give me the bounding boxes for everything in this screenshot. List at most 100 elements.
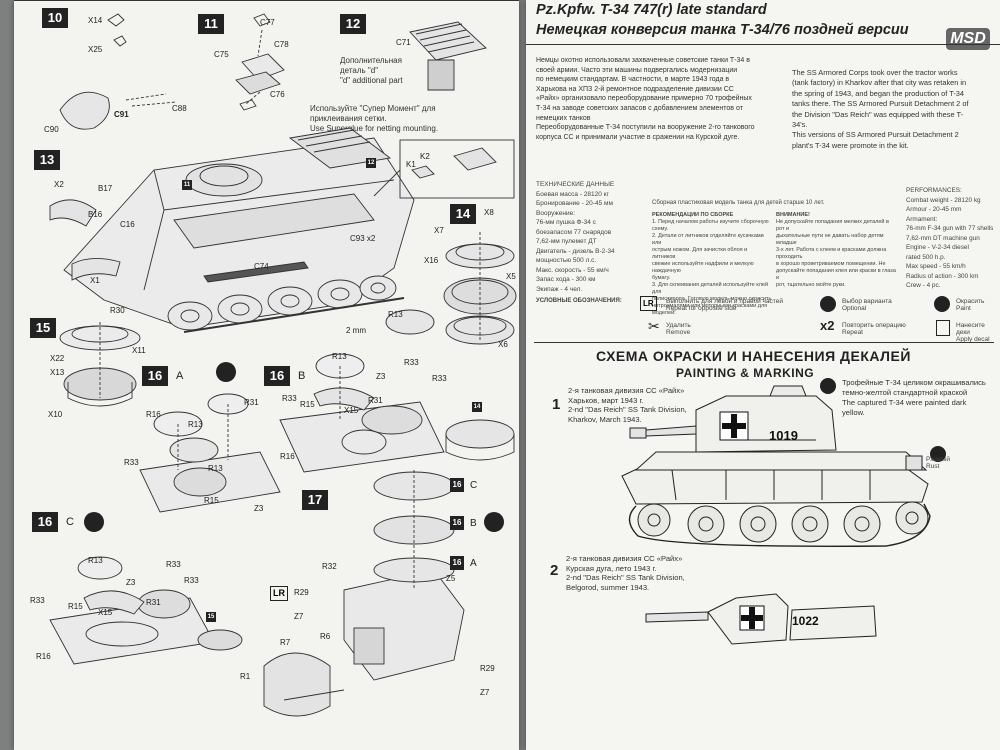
sub-step-16a-letter: A bbox=[470, 558, 477, 569]
part-r33-b3: R33 bbox=[282, 394, 297, 403]
color-swatch-icon bbox=[820, 378, 836, 394]
part-x16: X16 bbox=[424, 256, 439, 265]
rec-title: РЕКОМЕНДАЦИИ ПО СБОРКЕ bbox=[652, 212, 734, 218]
tech-line: Запас хода - 300 км bbox=[536, 276, 596, 283]
part-x14: X14 bbox=[88, 16, 103, 25]
paint-symbol-icon bbox=[934, 296, 950, 312]
symbols-rule bbox=[534, 342, 994, 343]
superglue-ru-2: приклеивания сетки. bbox=[310, 114, 387, 123]
history-en-line: (tank factory) in Kharkov after that cit… bbox=[792, 78, 967, 88]
part-r29-b: R29 bbox=[480, 664, 495, 673]
optional-icon bbox=[216, 362, 236, 382]
part-x7: X7 bbox=[434, 226, 444, 235]
rec-line: схему. bbox=[652, 226, 669, 232]
part-r33-a: R33 bbox=[124, 458, 139, 467]
symbol-remove-ru: Удалить bbox=[666, 322, 691, 329]
warning: ВНИМАНИЕ! Не допускайте попадания мелких… bbox=[776, 212, 898, 289]
symbol-decal: Нанесите деки Apply decal bbox=[956, 322, 1000, 343]
tech-line: Макс. скорость - 55 км/ч bbox=[536, 266, 609, 274]
warn-line: 3-х лет. Работа с клеем и красками должн… bbox=[776, 247, 887, 260]
rec-line: моделей. bbox=[652, 310, 676, 316]
perf-line: Armour - 20-45 mm bbox=[906, 206, 962, 213]
sub-step-16c: 16 bbox=[450, 478, 464, 492]
tech-line: Боевая масса - 28120 кг bbox=[536, 190, 609, 198]
recommendations: РЕКОМЕНДАЦИИ ПО СБОРКЕ 1. Перед началом … bbox=[652, 212, 772, 317]
step-16b-label: 16 bbox=[264, 366, 290, 386]
history-ru-line: Немцы охотно использовали захваченные со… bbox=[536, 57, 750, 64]
part-r33-c2: R33 bbox=[30, 596, 45, 605]
part-r13-b: R13 bbox=[332, 352, 347, 361]
warn-line: допускайте попадания клея или краски в г… bbox=[776, 268, 896, 281]
mini-step-11: 11 bbox=[182, 180, 192, 190]
scheme-2-ru-2: Курская дуга, лето 1943 г. bbox=[566, 563, 657, 573]
part-c90: C90 bbox=[44, 125, 59, 134]
symbol-remove: Удалить Remove bbox=[666, 322, 691, 336]
symbol-lr: Выполнить для левой и правой частей Repe… bbox=[666, 298, 783, 312]
part-c74: C74 bbox=[254, 262, 269, 271]
warn-line: дыхательные пути не давать набор детям м… bbox=[776, 233, 884, 246]
tech-line: 76-мм пушка Ф-34 с bbox=[536, 219, 596, 226]
part-k1: K1 bbox=[406, 160, 416, 169]
part-x13: X13 bbox=[50, 368, 65, 377]
color-note-en-1: The captured T-34 were painted dark bbox=[842, 398, 967, 407]
tech-line: Экипаж - 4 чел. bbox=[536, 285, 583, 293]
decal-symbol-icon bbox=[936, 320, 950, 336]
history-ru-line: Переоборудованные Т-34 поступили на воор… bbox=[536, 124, 755, 132]
tech-line: Бронирование - 20-45 мм bbox=[536, 200, 613, 207]
part-c71: C71 bbox=[396, 38, 411, 47]
symbol-repeat-en: Repeat bbox=[842, 329, 863, 336]
tech-line: боезапасом 77 снарядов bbox=[536, 228, 612, 236]
part-c77: C77 bbox=[260, 18, 275, 27]
history-en-line: The SS Armored Corps took over the tract… bbox=[792, 68, 958, 77]
tech-line: Вооружение: bbox=[536, 209, 576, 217]
part-r15-b: R15 bbox=[300, 400, 315, 409]
part-r16-c: R16 bbox=[36, 652, 51, 661]
rec-line: свежие используйте надфили и мелкую нажд… bbox=[652, 261, 754, 274]
history-ru-line: Харькова на ХПЗ 2-й ремонтное подразделе… bbox=[536, 85, 734, 93]
part-r33-c: R33 bbox=[166, 560, 181, 569]
optional-symbol-icon bbox=[820, 296, 836, 312]
rec-line: 1. Перед началом работы изучите сборочну… bbox=[652, 219, 769, 225]
part-x22: X22 bbox=[50, 354, 65, 363]
rec-line: острым ножом. Для зачистки облоя и литни… bbox=[652, 247, 748, 260]
part-r7: R7 bbox=[280, 638, 291, 647]
step-11-label: 11 bbox=[198, 14, 224, 34]
history-en: The SS Armored Corps took over the tract… bbox=[792, 68, 996, 151]
symbol-remove-en: Remove bbox=[666, 329, 691, 336]
symbols-title: УСЛОВНЫЕ ОБОЗНАЧЕНИЯ: bbox=[536, 298, 622, 304]
tech-line: 7,62-мм пулемет ДТ bbox=[536, 238, 597, 245]
part-r33-c3: R33 bbox=[184, 576, 199, 585]
color-note-ru-1: Трофейные Т-34 целиком окрашивались bbox=[842, 378, 986, 387]
note-ru-2: деталь "d" bbox=[340, 66, 379, 75]
perf-line: 7,62-mm DT machine gun bbox=[906, 234, 980, 242]
part-r31-c: R31 bbox=[146, 598, 161, 607]
page-title-ru: Немецкая конверсия танка Т-34/76 поздней… bbox=[536, 22, 909, 38]
lr-symbol-icon: LR bbox=[640, 296, 657, 311]
part-r33-b: R33 bbox=[404, 358, 419, 367]
history-en-line: the Division "Das Reich" was equipped wi… bbox=[792, 109, 964, 119]
painting-title-en: PAINTING & MARKING bbox=[676, 366, 815, 380]
perf-line: Max speed - 55 km/h bbox=[906, 263, 966, 270]
part-x6: X6 bbox=[498, 340, 508, 349]
part-z7-a: Z7 bbox=[294, 612, 304, 621]
part-z3-c: Z3 bbox=[126, 578, 136, 587]
part-x8: X8 bbox=[484, 208, 494, 217]
color-note-ru-2: темно-желтой стандартной краской bbox=[842, 388, 968, 397]
scheme-2-ru-1: 2-я танковая дивизия СС «Райх» bbox=[566, 554, 683, 563]
tank-drawings bbox=[621, 385, 931, 645]
step-16a-label: 16 bbox=[142, 366, 168, 386]
dimension-2mm: 2 mm bbox=[346, 326, 366, 335]
painting-title-ru: СХЕМА ОКРАСКИ И НАНЕСЕНИЯ ДЕКАЛЕЙ bbox=[596, 348, 911, 364]
step-12-label: 12 bbox=[340, 14, 366, 34]
part-c78: C78 bbox=[274, 40, 289, 49]
history-en-line: tanks there. The SS Armored Pursuit Deta… bbox=[792, 99, 969, 109]
symbol-opt-ru: Выбор варианта bbox=[842, 298, 892, 305]
part-x5: X5 bbox=[506, 272, 516, 281]
part-c16: C16 bbox=[120, 220, 135, 229]
scheme-1-ru-2: Харьков, март 1943 г. bbox=[568, 395, 644, 405]
part-k2: K2 bbox=[420, 152, 430, 161]
rust-swatch-icon bbox=[930, 446, 946, 462]
part-r30: R30 bbox=[110, 306, 125, 315]
symbol-decal-ru: Нанесите деки bbox=[956, 322, 985, 336]
part-c88: C88 bbox=[172, 104, 187, 113]
